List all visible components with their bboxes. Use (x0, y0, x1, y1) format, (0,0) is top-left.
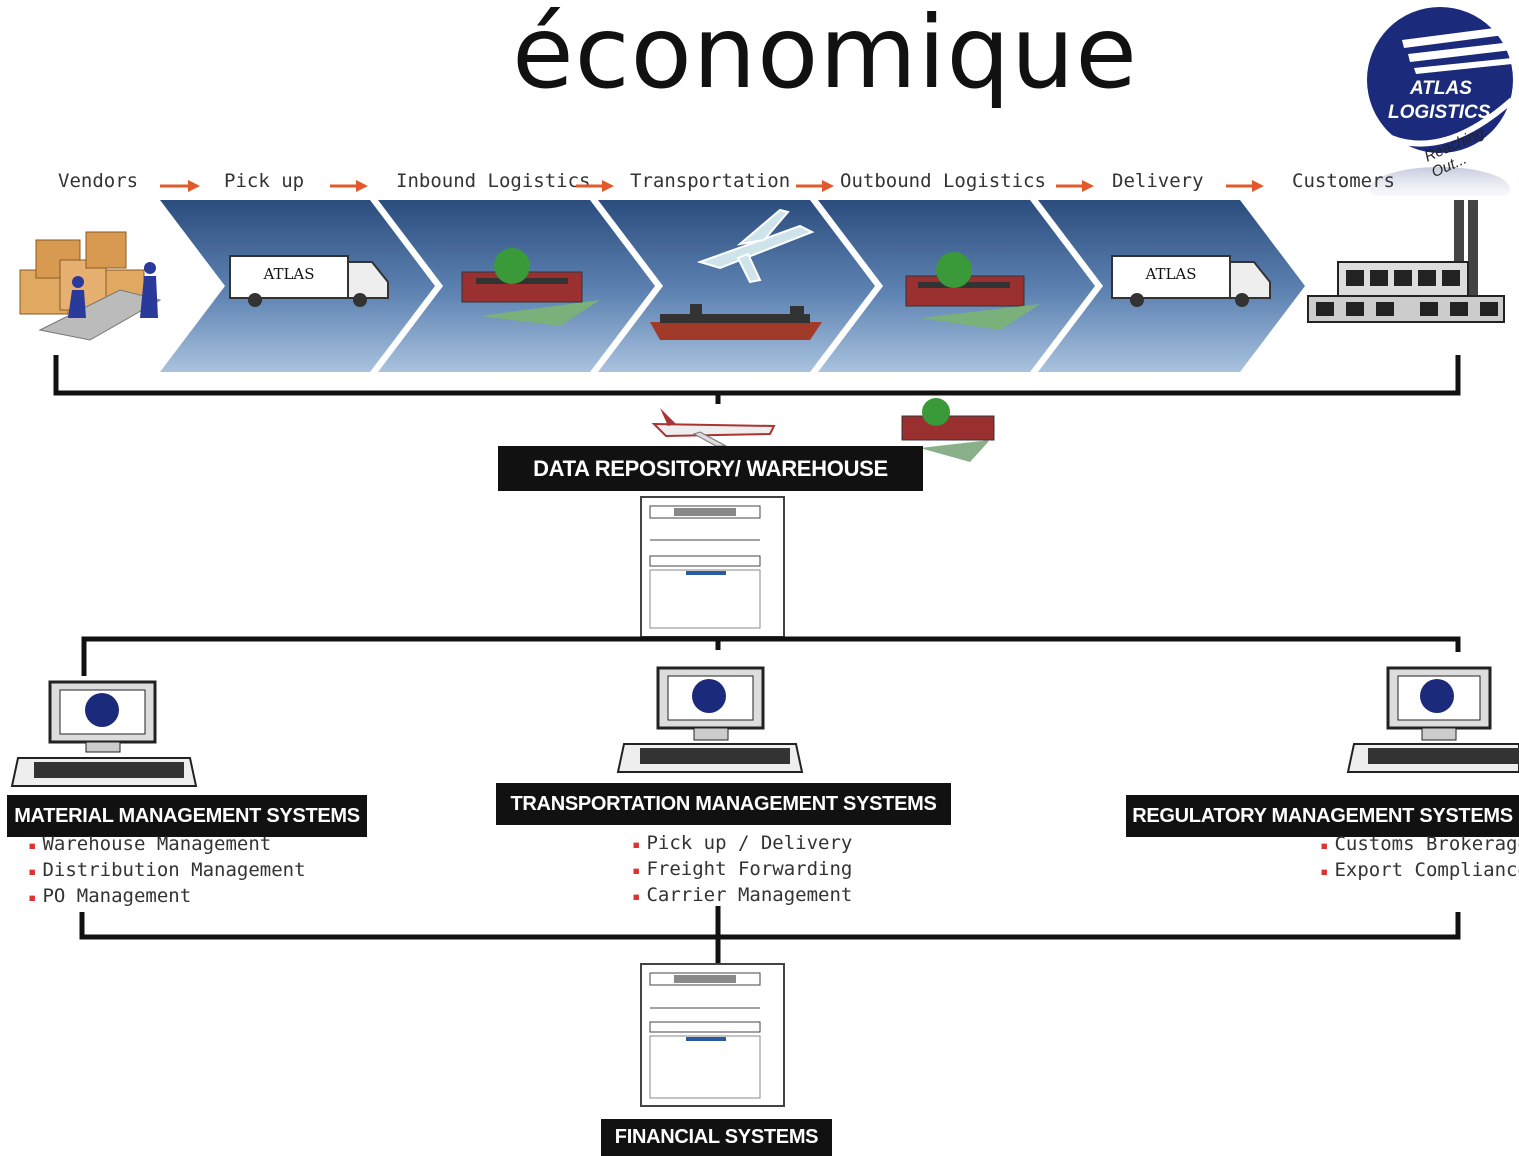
workstation-icon-material (10, 680, 198, 787)
truck-brand-pick-up: ATLAS (263, 265, 315, 283)
data-repository-label: DATA REPOSITORY/ WAREHOUSE (498, 446, 923, 491)
stage-label-outbound-logistics: Outbound Logistics (840, 170, 1046, 192)
small-airplane-icon (651, 408, 776, 447)
truck-icon-delivery (1111, 255, 1271, 307)
list-item: Export Compliance (1320, 857, 1519, 883)
stage-label-pick-up: Pick up (224, 170, 305, 192)
warehouse-icon-inbound (461, 248, 600, 326)
truck-icon-pick-up (229, 255, 389, 307)
transportation-management-label: TRANSPORTATION MANAGEMENT SYSTEMS (496, 783, 951, 825)
financial-systems-label: FINANCIAL SYSTEMS (601, 1119, 832, 1156)
arrow-icon (1056, 180, 1094, 192)
list-item: PO Management (28, 883, 306, 909)
workstation-icon-transportation (616, 666, 804, 773)
logo-line1: ATLAS (1410, 78, 1472, 99)
flow-arrows (160, 180, 1264, 192)
material-management-label: MATERIAL MANAGEMENT SYSTEMS (7, 795, 367, 837)
warehouse-icon-outbound (905, 252, 1040, 330)
list-item: Freight Forwarding (632, 856, 852, 882)
list-item: Pick up / Delivery (632, 830, 852, 856)
factory-icon (1307, 200, 1505, 323)
chain-bracket (53, 355, 1461, 404)
stage-label-vendors: Vendors (58, 170, 139, 192)
financial-server-icon (640, 963, 785, 1107)
network-bus (81, 636, 1461, 676)
ship-icon (650, 304, 822, 340)
stage-label-inbound-logistics: Inbound Logistics (396, 170, 591, 192)
arrow-icon (160, 180, 200, 192)
arrow-icon (1226, 180, 1264, 192)
list-item: Distribution Management (28, 857, 305, 883)
list-item: Carrier Management (632, 882, 852, 908)
regulatory-management-list: Customs Brokerage Export Compliance (1320, 831, 1519, 883)
page-title: économique (512, 0, 1138, 111)
regulatory-management-label: REGULATORY MANAGEMENT SYSTEMS (1126, 795, 1519, 837)
list-item: Customs Brokerage (1320, 831, 1519, 857)
arrow-icon (330, 180, 368, 192)
airplane-icon (696, 208, 815, 284)
vendors-boxes-icon (19, 231, 162, 341)
small-warehouse-icon (901, 398, 995, 462)
systems-bracket (79, 906, 1461, 964)
arrow-icon (576, 180, 614, 192)
arrow-icon (796, 180, 834, 192)
logo-line2: LOGISTICS (1388, 102, 1491, 123)
truck-brand-delivery: ATLAS (1145, 265, 1197, 283)
workstation-icon-regulatory (1346, 666, 1519, 773)
repository-server-icon (640, 496, 785, 638)
transportation-management-list: Pick up / Delivery Freight Forwarding Ca… (632, 830, 852, 908)
stage-label-customers: Customers (1292, 170, 1395, 192)
stage-label-delivery: Delivery (1112, 170, 1204, 192)
list-item: Warehouse Management (28, 831, 306, 857)
stage-label-transportation: Transportation (630, 170, 791, 192)
material-management-list: Warehouse Management Distribution Manage… (28, 831, 306, 909)
